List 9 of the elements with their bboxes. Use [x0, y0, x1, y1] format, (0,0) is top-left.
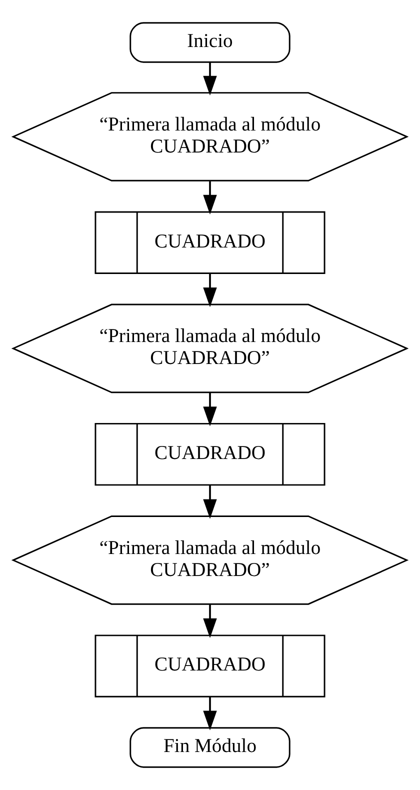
node-box: Fin Módulo — [130, 727, 290, 768]
arrow — [203, 696, 217, 730]
arrow — [203, 485, 217, 519]
arrow — [203, 392, 217, 426]
arrow — [203, 604, 217, 638]
arrow — [203, 274, 217, 308]
arrow — [203, 62, 217, 96]
node-box: Inicio — [130, 22, 290, 63]
arrow — [203, 181, 217, 215]
